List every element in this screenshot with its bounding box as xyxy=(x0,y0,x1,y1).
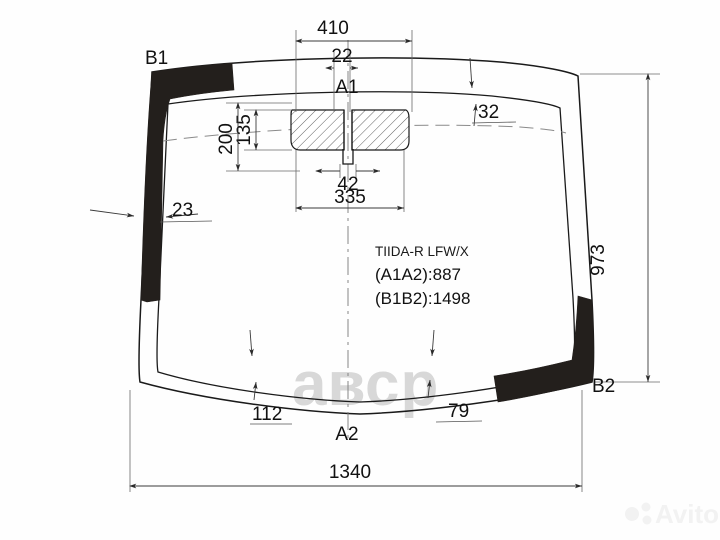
dimension-32: 32 xyxy=(469,57,517,127)
leader-23-left xyxy=(89,209,135,218)
black-band-bottom-right xyxy=(493,295,594,403)
part-b1b2-label: (B1B2):1498 xyxy=(375,289,470,308)
leader-79-lower xyxy=(426,379,432,399)
part-code-label: TIIDA-R LFW/X xyxy=(375,244,469,259)
underline-23 xyxy=(159,220,213,223)
bottom-leaders: 112 79 xyxy=(249,329,483,425)
dimension-410-label: 410 xyxy=(317,18,349,39)
leader-112-upper xyxy=(249,329,254,357)
dimension-42: 42 xyxy=(315,164,380,195)
dimension-200-label: 200 xyxy=(216,123,237,155)
dimension-32-label: 32 xyxy=(478,102,499,123)
dimension-42-label: 42 xyxy=(337,174,358,195)
corner-label-a1: A1 xyxy=(335,77,358,98)
dimension-23-label: 23 xyxy=(172,200,193,221)
dimension-1340-label: 1340 xyxy=(329,462,371,483)
corner-label-b1: B1 xyxy=(145,48,168,69)
leader-112-lower xyxy=(252,381,258,401)
dimension-335-label: 335 xyxy=(334,187,366,208)
mirror-patch-right xyxy=(351,109,410,151)
avito-dot-3 xyxy=(642,515,652,525)
dimension-973-label: 973 xyxy=(588,244,609,276)
horizon-dashed-line xyxy=(162,124,567,142)
black-band-top-left xyxy=(140,62,235,303)
leader-32-top xyxy=(469,57,474,89)
corner-label-b2: B2 xyxy=(592,376,615,397)
avito-logo-watermark: Avito xyxy=(625,499,719,529)
dimension-135-label: 135 xyxy=(234,114,255,146)
dimension-1340: 1340 xyxy=(129,390,583,492)
part-a1a2-label: (A1A2):887 xyxy=(375,265,461,284)
underline-32 xyxy=(471,121,517,124)
dimension-79-label: 79 xyxy=(448,401,469,422)
avito-dot-1 xyxy=(625,507,639,521)
avito-wordmark: Avito xyxy=(655,499,719,529)
dimension-23: 23 xyxy=(89,200,213,223)
corner-label-a2: A2 xyxy=(335,424,358,445)
dimension-200: 200 xyxy=(216,102,300,172)
leader-23-right xyxy=(165,213,199,219)
dimension-22: 22 xyxy=(325,46,358,112)
avito-dot-2 xyxy=(641,502,651,512)
mirror-patch-left xyxy=(290,109,345,151)
leader-32-bottom xyxy=(473,103,478,127)
dimension-22-label: 22 xyxy=(331,46,352,67)
dimension-112-label: 112 xyxy=(252,404,282,425)
mirror-patch-stem xyxy=(342,149,354,165)
mirror-patch-group xyxy=(290,109,410,165)
dimension-335: 335 xyxy=(295,150,405,212)
watermark-abcp: авср xyxy=(292,350,439,419)
underline-79 xyxy=(435,420,483,423)
dimension-973: 973 xyxy=(580,73,660,383)
leader-79-upper xyxy=(430,329,435,357)
part-info-block: TIIDA-R LFW/X (A1A2):887 (B1B2):1498 xyxy=(375,244,470,308)
dimension-410: 410 xyxy=(295,18,413,112)
